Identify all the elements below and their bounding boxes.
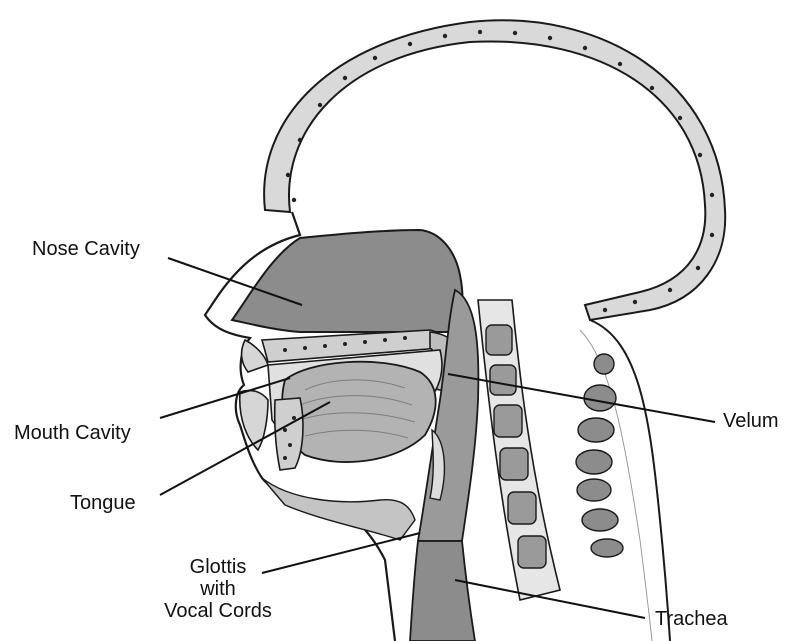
jaw-bone [275, 398, 303, 470]
lower-lip [240, 390, 268, 450]
label-nose-cavity: Nose Cavity [32, 238, 140, 260]
nasal-cavity [232, 230, 462, 332]
cervical-spine [478, 300, 560, 600]
label-glottis-line1: Glottis [148, 556, 288, 578]
label-mouth-cavity: Mouth Cavity [14, 422, 131, 444]
tongue [282, 362, 435, 462]
label-velum: Velum [723, 410, 779, 432]
label-tongue: Tongue [70, 492, 136, 514]
label-glottis-line3: Vocal Cords [148, 600, 288, 622]
label-glottis-line2: with [148, 578, 288, 600]
label-glottis-with-vocal-cords: Glottis with Vocal Cords [148, 556, 288, 622]
spinous-processes [576, 354, 623, 557]
label-trachea: Trachea [655, 608, 728, 630]
chin-tissue [262, 478, 415, 540]
trachea [410, 541, 475, 641]
